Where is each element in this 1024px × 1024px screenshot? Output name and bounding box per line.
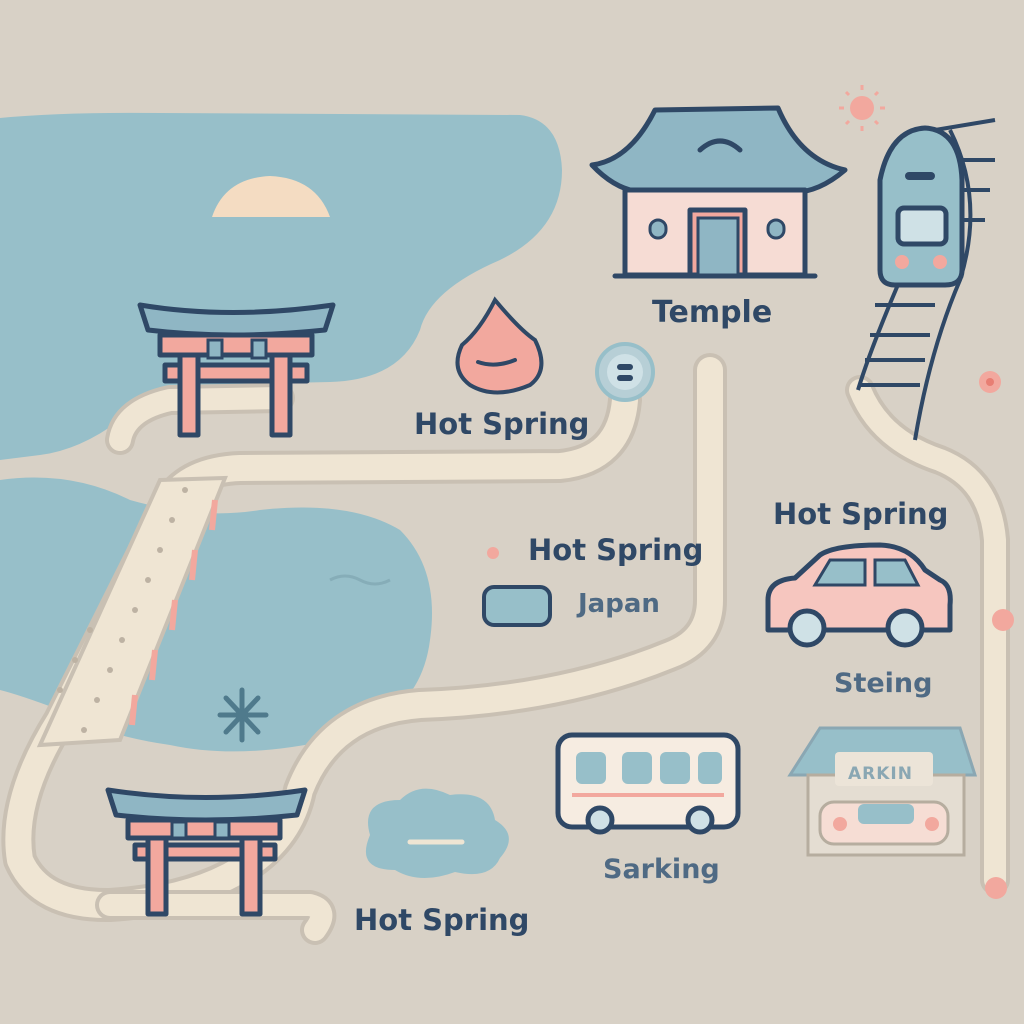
label-temple: Temple bbox=[652, 295, 772, 330]
train-icon bbox=[856, 118, 996, 441]
marker-dot bbox=[487, 547, 499, 559]
marker-dot bbox=[985, 877, 1007, 899]
marker-dot bbox=[992, 609, 1014, 631]
wave-line bbox=[329, 574, 391, 586]
sun-icon bbox=[839, 85, 885, 131]
label-hot-spring: Hot Spring bbox=[528, 533, 703, 567]
signboard-icon bbox=[835, 752, 933, 786]
marker-dot bbox=[986, 378, 994, 386]
hot-spring-flame-icon bbox=[455, 296, 544, 395]
sand-dome bbox=[212, 176, 330, 217]
torii-gate-icon bbox=[137, 302, 336, 438]
location-pin-icon bbox=[595, 342, 655, 402]
pool-icon bbox=[482, 585, 552, 627]
label-sarking: Sarking bbox=[603, 854, 720, 885]
lake-north bbox=[0, 112, 562, 460]
label-parking-sign: ARKIN bbox=[848, 764, 913, 784]
parking-garage-icon bbox=[787, 726, 978, 857]
label-steing: Steing bbox=[834, 668, 932, 699]
temple-icon bbox=[589, 105, 848, 279]
label-hot-spring: Hot Spring bbox=[773, 497, 948, 531]
label-hot-spring: Hot Spring bbox=[414, 407, 589, 441]
roads bbox=[1, 353, 1010, 945]
bridge bbox=[36, 475, 228, 748]
car-icon bbox=[765, 542, 953, 648]
sparkle-icon bbox=[217, 687, 269, 743]
label-japan: Japan bbox=[576, 589, 660, 619]
cloud-pond-icon bbox=[365, 788, 509, 879]
label-hot-spring: Hot Spring bbox=[354, 903, 529, 937]
bus-icon bbox=[555, 732, 741, 835]
torii-gate-icon bbox=[105, 787, 308, 917]
